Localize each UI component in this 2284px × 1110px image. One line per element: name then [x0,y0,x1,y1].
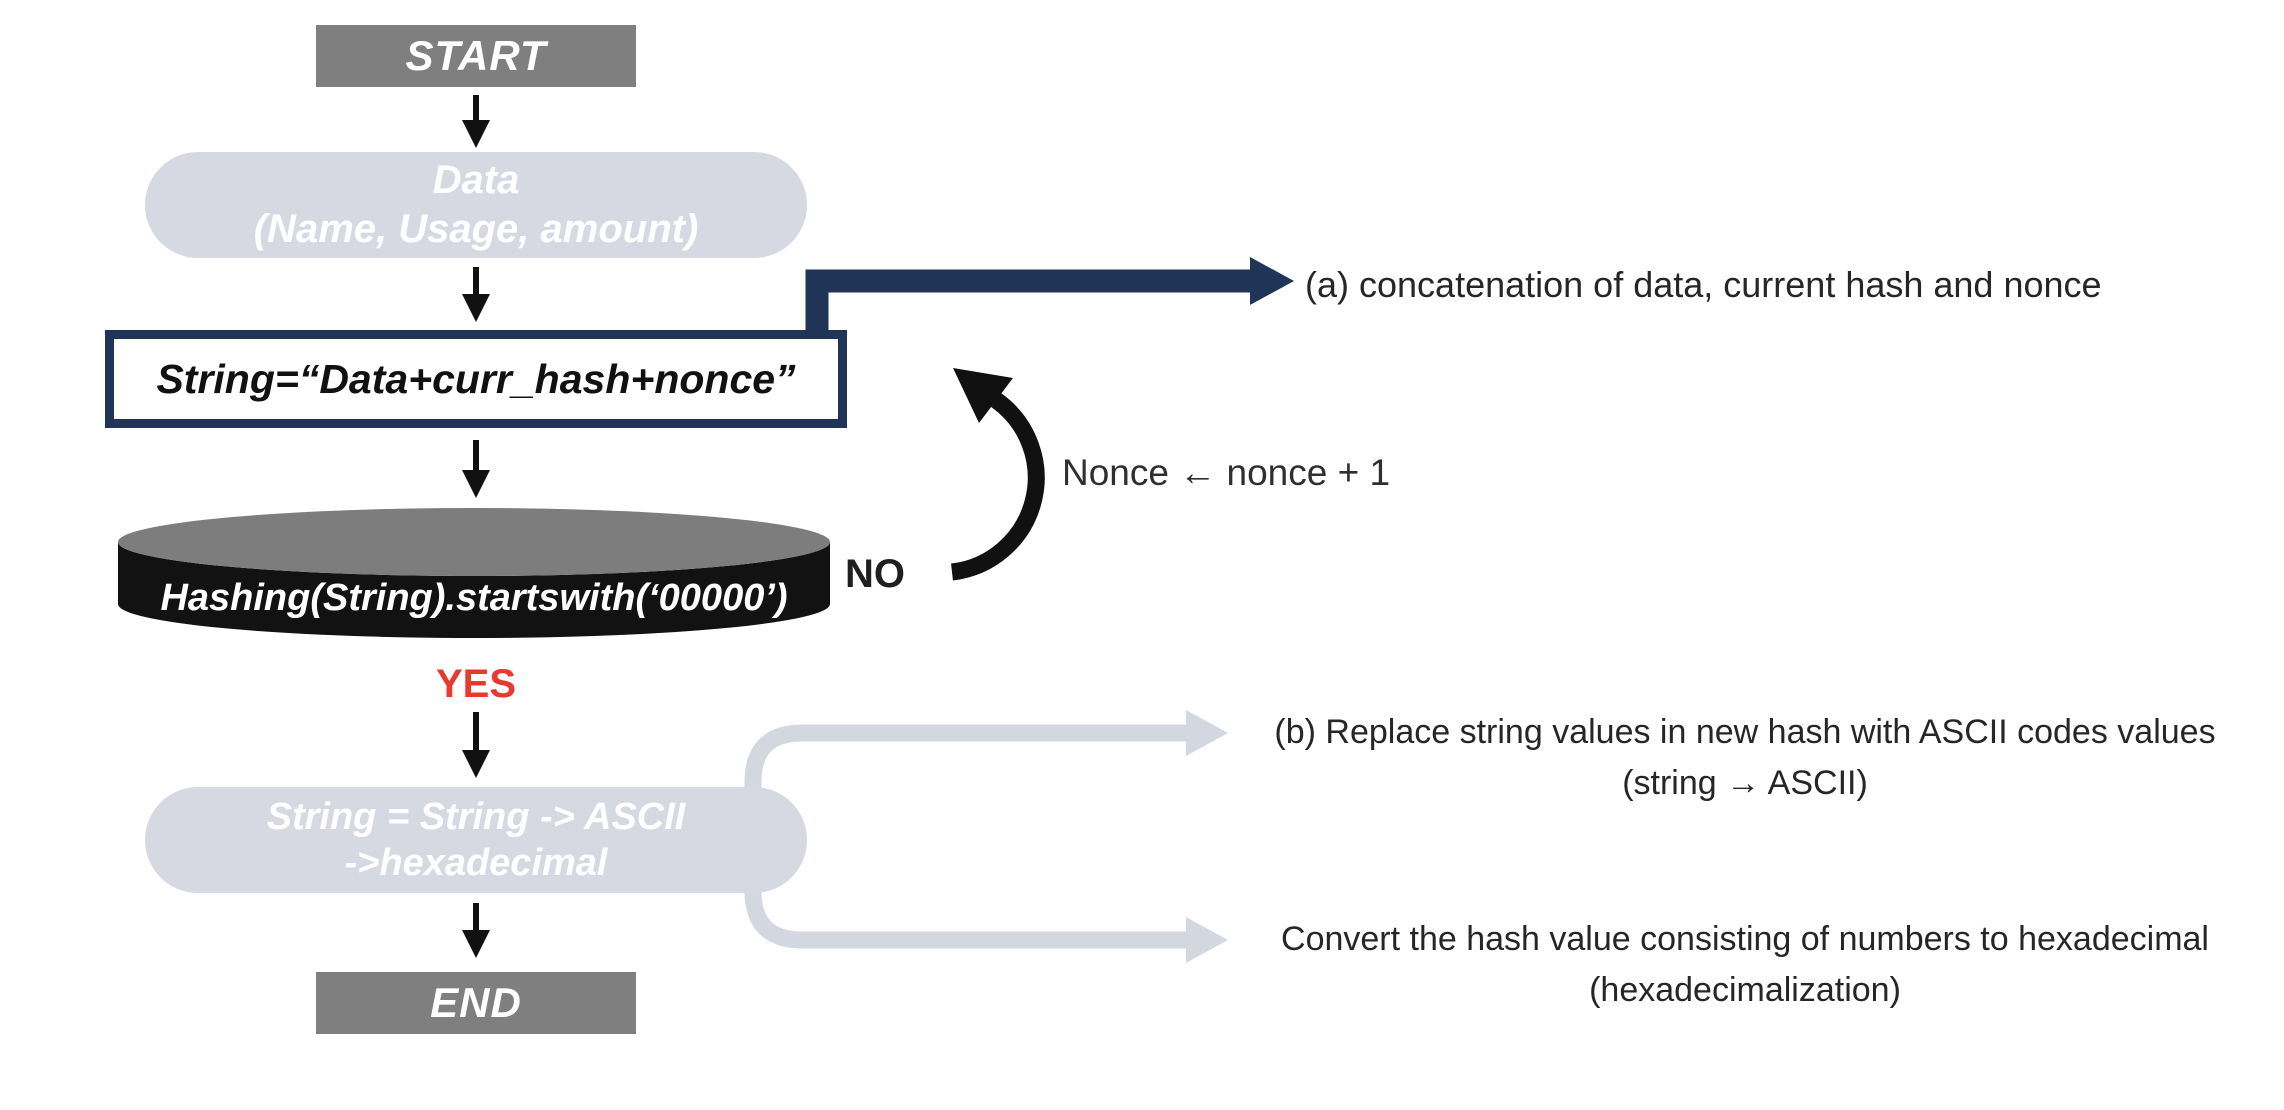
end-node: END [316,972,636,1034]
flow-arrow-data-to-string [462,267,490,322]
ascii-convert-node: String = String -> ASCII ->hexadecimal [145,787,807,893]
nonce-update-label: Nonce ← nonce + 1 [1062,452,1391,493]
annotation-c-line1: Convert the hash value consisting of num… [1281,920,2209,958]
annotation-a-arrow [805,257,1294,334]
string-assign-label: String=“Data+curr_hash+nonce” [156,355,796,402]
flow-arrow-yes-to-convert [462,712,490,778]
ascii-convert-line1: String = String -> ASCII [266,795,686,838]
hash-check-cylinder [118,508,830,638]
no-branch-label: NO [845,552,905,596]
data-input-line2: (Name, Usage, amount) [253,207,699,251]
annotation-b-line1: (b) Replace string values in new hash wi… [1274,713,2216,751]
hash-check-label-wrap: Hashing(String).startswith(‘00000’) [128,568,820,628]
annotation-b-line2: (string → ASCII) [1622,764,1868,802]
annotation-a: (a) concatenation of data, current hash … [1305,258,2265,312]
ascii-convert-line2: ->hexadecimal [344,842,608,884]
annotation-a-line1: (a) concatenation of data, current hash … [1305,264,2102,305]
start-label: START [405,32,547,79]
annotation-bc-bracket-arrows [744,710,1228,963]
end-label: END [430,979,522,1026]
yes-branch-label: YES [435,662,517,706]
annotation-c-line2: (hexadecimalization) [1589,971,1901,1009]
string-assign-node: String=“Data+curr_hash+nonce” [105,330,847,428]
data-input-line1: Data [432,158,520,203]
flow-arrow-convert-to-end [462,903,490,958]
hash-check-label: Hashing(String).startswith(‘00000’) [160,576,788,619]
nonce-loop-arrow [950,368,1045,581]
start-node: START [316,25,636,87]
data-input-node: Data (Name, Usage, amount) [145,152,807,258]
annotation-b: (b) Replace string values in new hash wi… [1235,707,2255,809]
annotation-c: Convert the hash value consisting of num… [1235,914,2255,1016]
flow-arrow-string-to-hash [462,440,490,498]
flow-arrow-start-to-data [462,95,490,148]
